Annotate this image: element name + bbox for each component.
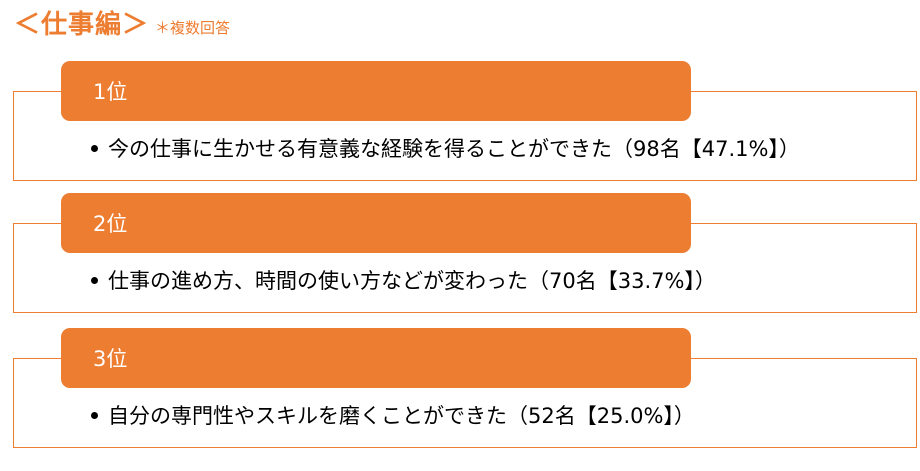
section-title: ＜仕事編＞ bbox=[14, 10, 150, 40]
rank-item: 自分の専門性やスキルを磨くことができた（52名【25.0%】） bbox=[91, 400, 695, 430]
rank-label: 1位 bbox=[93, 80, 128, 104]
bullet-icon bbox=[91, 411, 98, 419]
bullet-icon bbox=[91, 276, 98, 284]
rank-label: 2位 bbox=[93, 212, 128, 236]
rank-tab: 2位 bbox=[61, 193, 691, 253]
section-header: ＜仕事編＞ ＊複数回答 bbox=[14, 4, 230, 48]
rank-item-text: 今の仕事に生かせる有意義な経験を得ることができた（98名【47.1%】） bbox=[108, 137, 800, 161]
rank-item: 今の仕事に生かせる有意義な経験を得ることができた（98名【47.1%】） bbox=[91, 133, 800, 163]
rank-label: 3位 bbox=[93, 347, 128, 371]
rank-item: 仕事の進め方、時間の使い方などが変わった（70名【33.7%】） bbox=[91, 265, 716, 295]
bullet-icon bbox=[91, 144, 98, 152]
rank-tab: 1位 bbox=[61, 61, 691, 121]
rank-tab: 3位 bbox=[61, 328, 691, 388]
section-note: ＊複数回答 bbox=[155, 19, 231, 37]
rank-item-text: 自分の専門性やスキルを磨くことができた（52名【25.0%】） bbox=[108, 404, 695, 428]
rank-item-text: 仕事の進め方、時間の使い方などが変わった（70名【33.7%】） bbox=[108, 269, 716, 293]
